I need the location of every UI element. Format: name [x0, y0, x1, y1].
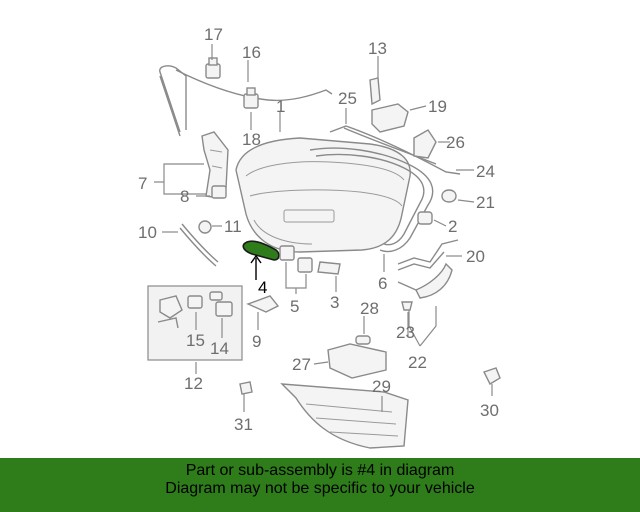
- callout-22: 22: [408, 353, 427, 372]
- weatherstrip: [309, 147, 434, 253]
- callout-20: 20: [466, 247, 485, 266]
- torsion-bar: [159, 65, 333, 137]
- key-cylinder: [369, 77, 381, 106]
- callout-5: 5: [290, 297, 299, 316]
- trunk-stopper: [243, 87, 259, 109]
- callout-11: 11: [224, 217, 242, 236]
- callout-12: 12: [184, 374, 203, 393]
- info-banner: Part or sub-assembly is #4 in diagram Di…: [0, 458, 640, 512]
- trunk-hinge: [201, 131, 229, 199]
- clip-2: [417, 211, 433, 225]
- callout-26: 26: [446, 133, 465, 152]
- rod: [179, 223, 219, 267]
- cushion: [441, 189, 457, 203]
- callout-25: 25: [338, 89, 357, 108]
- callout-3: 3: [330, 293, 339, 312]
- callout-13: 13: [368, 39, 387, 58]
- clips-5: [279, 245, 313, 273]
- trunk-lid: [235, 137, 411, 253]
- harness: [397, 239, 459, 271]
- callout-14: 14: [210, 339, 229, 358]
- callout-17: 17: [204, 25, 223, 44]
- part-4-highlighted: [242, 240, 280, 261]
- leader-lines: [154, 44, 493, 412]
- callout-4: 4: [258, 278, 267, 297]
- lamp-27: [327, 343, 387, 379]
- clip-23: [401, 301, 413, 311]
- clip-31: [239, 381, 253, 395]
- trunk-lining-29: [280, 383, 409, 449]
- callout-21: 21: [476, 193, 495, 212]
- clip-30: [483, 367, 501, 385]
- banner-line-1: Part or sub-assembly is #4 in diagram: [185, 462, 455, 479]
- callout-29: 29: [372, 377, 391, 396]
- hose: [397, 262, 453, 299]
- callout-10: 10: [138, 223, 157, 242]
- callout-23: 23: [396, 323, 415, 342]
- callout-7: 7: [138, 174, 147, 193]
- banner-line-2: Diagram may not be specific to your vehi…: [165, 480, 475, 497]
- cover: [413, 129, 437, 159]
- callout-30: 30: [480, 401, 499, 420]
- cable: [329, 125, 461, 175]
- callout-9: 9: [252, 332, 261, 351]
- callout-15: 15: [186, 331, 205, 350]
- grommet: [198, 220, 212, 234]
- callout-8: 8: [180, 187, 189, 206]
- callout-18: 18: [242, 130, 261, 149]
- callout-27: 27: [292, 355, 311, 374]
- callout-1: 1: [276, 97, 285, 116]
- callout-2: 2: [448, 217, 457, 236]
- callout-19: 19: [428, 97, 447, 116]
- callout-31: 31: [234, 415, 253, 434]
- callout-16: 16: [242, 43, 261, 62]
- bumper-stop: [205, 57, 221, 79]
- actuator: [371, 103, 409, 133]
- pad-3: [317, 261, 341, 275]
- parts-diagram: 1 2 3 4 5 6 7 8 9 10 11 12 13 14 15 16 1…: [138, 25, 501, 449]
- callout-numbers: 1 2 3 4 5 6 7 8 9 10 11 12 13 14 15 16 1…: [138, 25, 499, 434]
- clip-9: [246, 295, 280, 313]
- callout-24: 24: [476, 162, 495, 181]
- parts-box-12: [147, 285, 243, 361]
- bulb-28: [355, 335, 371, 345]
- callout-6: 6: [378, 274, 387, 293]
- callout-28: 28: [360, 299, 379, 318]
